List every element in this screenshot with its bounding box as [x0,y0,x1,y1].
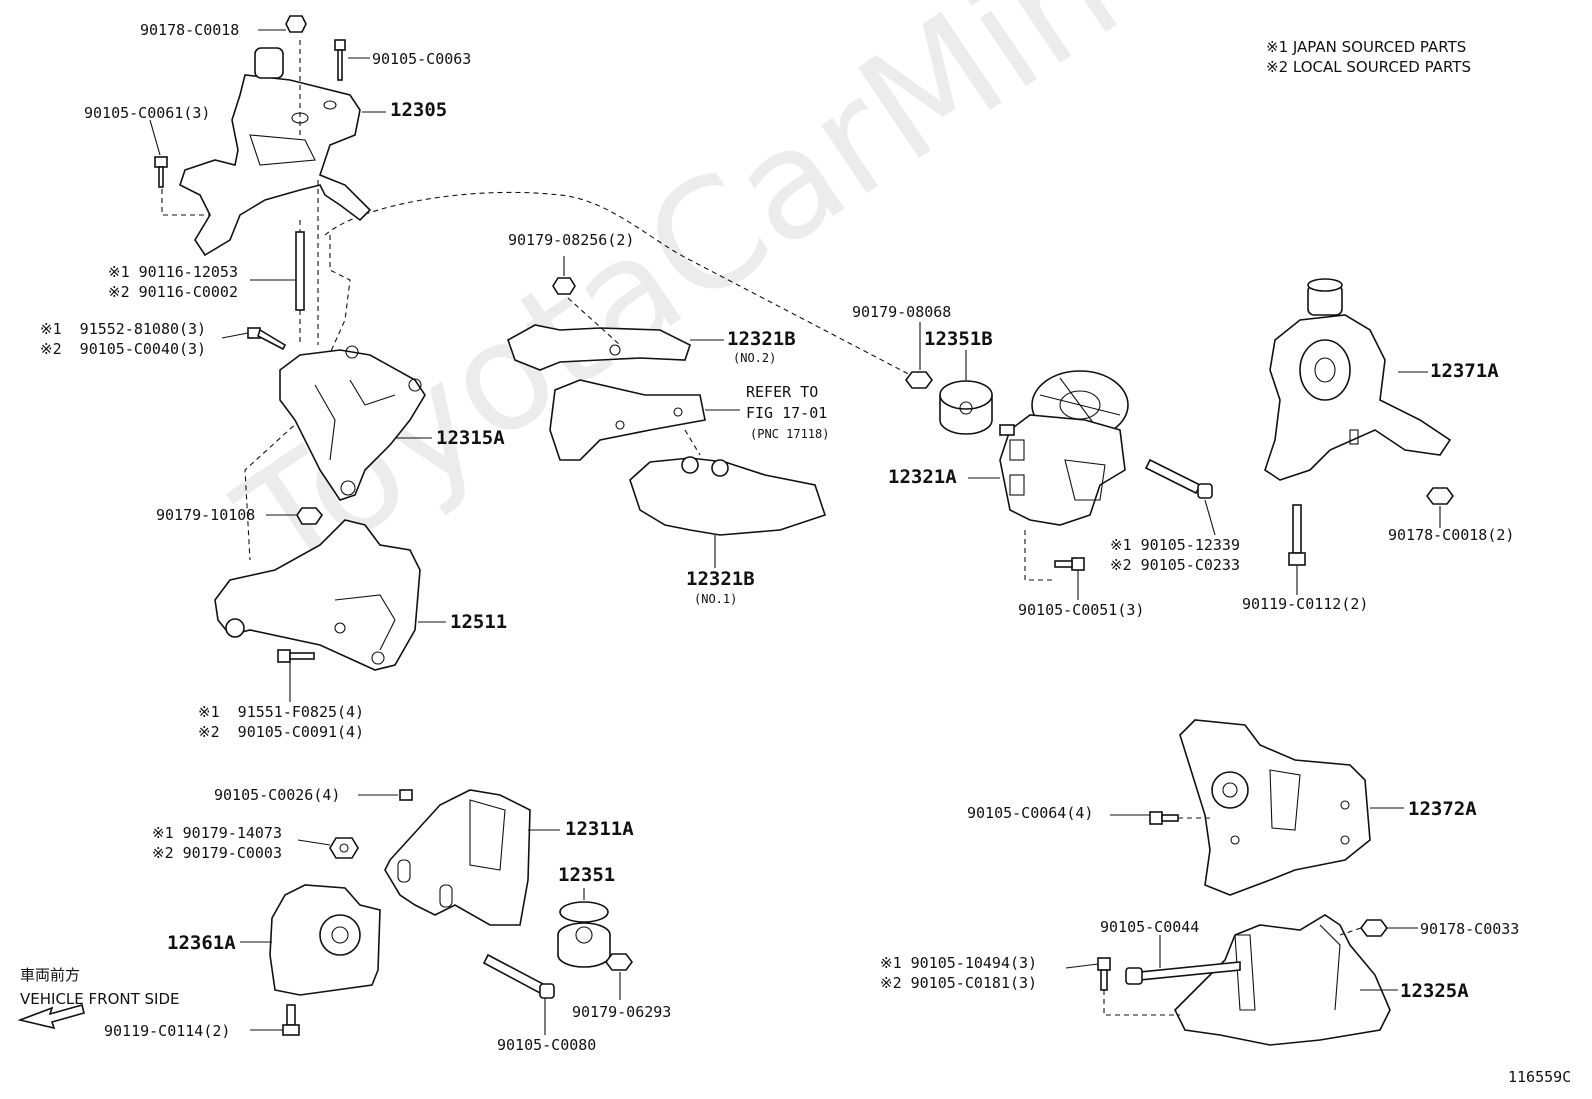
nut-90178-c0018 [285,15,307,33]
nut-90178-c0033 [1360,919,1388,937]
bolt-90105-c0061 [154,156,168,168]
label-refer-pnc: (PNC 17118) [750,427,830,441]
label-90178-c0033: 90178-C0033 [1420,920,1520,938]
label-90179-14073: ※1 90179-14073 [152,824,282,842]
label-90179-08068: 90179-08068 [852,303,952,321]
label-12372a: 12372A [1408,798,1477,820]
label-90105-c0026: 90105-C0026(4) [214,786,341,804]
label-90105-10494: ※1 90105-10494(3) [880,954,1038,972]
label-refer-to: REFER TO [746,383,819,401]
part-12325a [1174,914,1391,1046]
label-90178-c0018-2: 90178-C0018(2) [1388,526,1515,544]
label-90105-c0051: 90105-C0051(3) [1018,601,1145,619]
label-refer-fig: FIG 17-01 [746,404,828,422]
dashed-loop-left [244,235,351,561]
part-12372a [1179,719,1371,896]
part-12321a [999,370,1129,526]
part-12321b-no1 [629,456,827,536]
part-12361a [269,884,381,996]
nut-90179-06293 [605,953,633,971]
label-90116-c0002: ※2 90116-C0002 [108,283,238,301]
label-91551-f0825: ※1 91551-F0825(4) [198,703,365,721]
bracket-refer-fig-17-01 [549,379,706,461]
label-12315a: 12315A [436,427,505,449]
label-90178-c0018: 90178-C0018 [140,21,240,39]
label-90105-c0061: 90105-C0061(3) [84,104,211,122]
label-12361a: 12361A [167,932,236,954]
bolt-90105-c0026 [399,789,413,801]
part-12321b-no2 [507,324,691,371]
bolt-90105-10494 [1097,957,1111,971]
bolt-90105-c0063 [334,39,346,51]
legend-local-sourced: ※2 LOCAL SOURCED PARTS [1266,58,1471,76]
label-12351b: 12351B [924,328,993,350]
label-12321b-no2: 12321B [727,328,796,350]
diagram-id: 116559C [1508,1068,1572,1086]
label-90105-c0181: ※2 90105-C0181(3) [880,974,1038,992]
nut-90179-08068 [905,371,933,389]
part-12311a [384,789,531,926]
label-90105-c0040: ※2 90105-C0040(3) [40,340,207,358]
label-no1: (NO.1) [694,592,738,606]
bolt-90119-c0112 [1292,504,1302,554]
label-90105-c0091: ※2 90105-C0091(4) [198,723,365,741]
label-12351: 12351 [558,864,616,886]
nut-90178-c0018-2 [1426,487,1454,505]
vehicle-front-jp: 車両前方 [20,966,81,984]
label-no2: (NO.2) [733,351,777,365]
nut-90179-08256 [552,277,576,295]
stud-90116 [295,231,305,311]
label-90179-10108: 90179-10108 [156,506,256,524]
label-90179-06293: 90179-06293 [572,1003,672,1021]
legend-japan-sourced: ※1 JAPAN SOURCED PARTS [1266,38,1467,56]
label-12325a: 12325A [1400,980,1469,1002]
label-12311a: 12311A [565,818,634,840]
label-12321b-no1: 12321B [686,568,755,590]
label-12321a: 12321A [888,466,957,488]
label-12371a: 12371A [1430,360,1499,382]
part-12511 [214,519,421,671]
label-90105-c0080: 90105-C0080 [497,1036,597,1054]
label-12511: 12511 [450,611,508,633]
label-90119-c0112: 90119-C0112(2) [1242,595,1369,613]
bolt-91551-f0825 [277,649,291,663]
vehicle-front-en: VEHICLE FRONT SIDE [20,990,180,1008]
label-91552-81080: ※1 91552-81080(3) [40,320,207,338]
bolt-90119-c0114 [286,1004,296,1026]
label-90105-c0064: 90105-C0064(4) [967,804,1094,822]
nut-90179-10108 [296,507,324,525]
label-90119-c0114: 90119-C0114(2) [104,1022,231,1040]
label-90105-c0044: 90105-C0044 [1100,918,1200,936]
vehicle-front-arrow-icon [17,1004,85,1030]
label-12305: 12305 [390,99,448,121]
label-90105-12339: ※1 90105-12339 [1110,536,1240,554]
label-90116-12053: ※1 90116-12053 [108,263,238,281]
label-90179-08256: 90179-08256(2) [508,231,635,249]
bolt-90105-12339 [1144,458,1202,495]
label-90179-c0003: ※2 90179-C0003 [152,844,282,862]
bolt-90105-c0051 [1071,557,1085,571]
part-12351b [939,380,993,435]
bolt-90105-c0064 [1149,811,1163,825]
part-12351 [557,901,611,968]
label-90105-c0063: 90105-C0063 [372,50,472,68]
part-12371a [1264,278,1452,481]
part-12305 [179,47,372,257]
bolt-90105-c0080 [482,953,547,995]
part-12315a [279,345,426,501]
nut-90179-14073 [329,837,359,859]
label-90105-c0233: ※2 90105-C0233 [1110,556,1240,574]
